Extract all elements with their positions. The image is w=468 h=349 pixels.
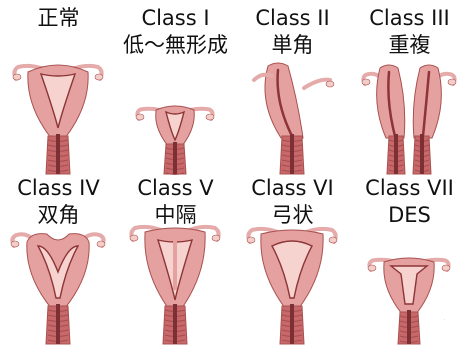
cervical-canal bbox=[420, 134, 424, 174]
ovary bbox=[97, 241, 105, 247]
figure-normal: 正常 bbox=[0, 0, 117, 174]
cervical-canal bbox=[173, 304, 177, 344]
ovary bbox=[247, 237, 255, 243]
figure-subtitle: 双角 bbox=[0, 203, 117, 227]
figure-class-4: Class IV 双角 bbox=[0, 170, 117, 344]
figure-subtitle: 重複 bbox=[351, 33, 468, 57]
figure-class-7: Class VII DES bbox=[351, 170, 468, 344]
figure-class-3: Class III 重複 bbox=[351, 0, 468, 174]
cervical-canal bbox=[290, 304, 294, 344]
ovary bbox=[95, 74, 103, 80]
figure-subtitle: 低〜無形成 bbox=[117, 33, 234, 57]
figure-class-1: Class I 低〜無形成 bbox=[117, 0, 234, 174]
figure-title: 正常 bbox=[0, 6, 117, 30]
ovary bbox=[130, 235, 138, 241]
cervical-canal bbox=[290, 134, 294, 174]
cervical-canal bbox=[394, 134, 398, 174]
figure-subtitle: 単角 bbox=[234, 33, 351, 57]
ovary bbox=[442, 265, 450, 271]
uterine-septum bbox=[173, 240, 177, 290]
ovary bbox=[362, 79, 370, 85]
ovary bbox=[329, 237, 337, 243]
ovary bbox=[368, 265, 376, 271]
figure-title: Class III bbox=[351, 6, 468, 30]
uterine-horn-left bbox=[377, 65, 405, 138]
figure-title: Class V bbox=[117, 176, 234, 200]
figure-title: Class I bbox=[117, 6, 234, 30]
ovary bbox=[13, 74, 21, 80]
cervical-canal bbox=[407, 310, 411, 344]
figure-class-6: Class VI 弓状 bbox=[234, 170, 351, 344]
ovary bbox=[326, 81, 334, 87]
cervical-canal bbox=[56, 134, 60, 174]
figure-title: Class II bbox=[234, 6, 351, 30]
figure-subtitle: DES bbox=[351, 203, 468, 227]
figure-subtitle: 中隔 bbox=[117, 203, 234, 227]
cervical-canal bbox=[56, 304, 60, 344]
ovary bbox=[206, 114, 214, 120]
figure-class-5: Class V 中隔 bbox=[117, 170, 234, 344]
figure-class-2: Class II 単角 bbox=[234, 0, 351, 174]
ovary bbox=[11, 241, 19, 247]
ovary bbox=[212, 235, 220, 241]
ovary bbox=[448, 79, 456, 85]
ovary bbox=[136, 114, 144, 120]
figure-title: Class IV bbox=[0, 176, 117, 200]
figure-title: Class VI bbox=[234, 176, 351, 200]
figure-title: Class VII bbox=[351, 176, 468, 200]
figure-subtitle: 弓状 bbox=[234, 203, 351, 227]
